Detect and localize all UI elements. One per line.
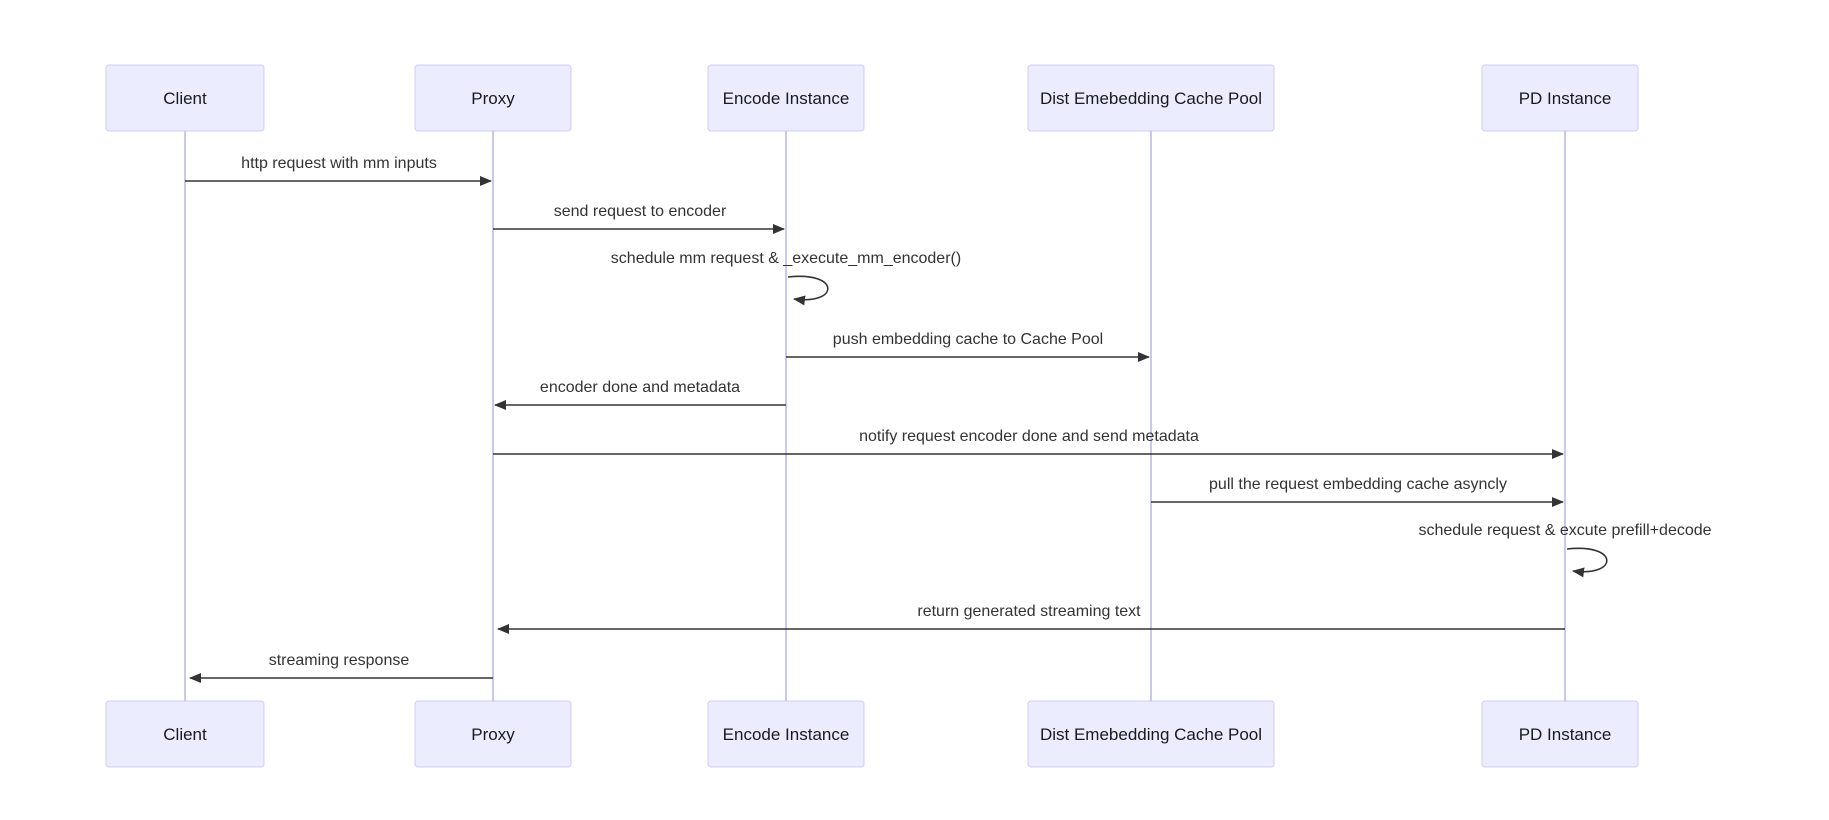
message-http-request-with-mm-inputs: http request with mm inputs xyxy=(185,155,492,186)
message-label: return generated streaming text xyxy=(917,603,1141,620)
actor-label: Encode Instance xyxy=(723,725,850,744)
actor-label: Proxy xyxy=(471,725,515,744)
actor-label: Dist Emebedding Cache Pool xyxy=(1040,89,1262,108)
message-encoder-done-and-metadata: encoder done and metadata xyxy=(494,379,786,410)
actor-label: Client xyxy=(163,725,207,744)
message-schedule-mm-request-execute-mm-encoder: schedule mm request & _execute_mm_encode… xyxy=(611,250,961,306)
actor-top-encode-instance: Encode Instance xyxy=(707,64,865,132)
actor-label: PD Instance xyxy=(1519,89,1612,108)
actor-bottom-client: Client xyxy=(105,700,265,768)
message-label: http request with mm inputs xyxy=(241,155,437,172)
actor-top-proxy: Proxy xyxy=(414,64,572,132)
actor-box xyxy=(1027,64,1275,132)
actor-box xyxy=(105,64,265,132)
self-loop-arrow xyxy=(787,275,829,306)
actor-bottom-encode-instance: Encode Instance xyxy=(707,700,865,768)
actor-bottom-pd-instance: PD Instance xyxy=(1481,700,1639,768)
actor-box xyxy=(1027,700,1275,768)
message-notify-request-encoder-done: notify request encoder done and send met… xyxy=(493,428,1564,459)
message-pull-request-embedding-cache: pull the request embedding cache asyncly xyxy=(1151,476,1564,507)
message-send-request-to-encoder: send request to encoder xyxy=(493,203,785,234)
message-label: schedule mm request & _execute_mm_encode… xyxy=(611,250,961,267)
actor-bottom-proxy: Proxy xyxy=(414,700,572,768)
actor-top-dist-embedding-cache-pool: Dist Emebedding Cache Pool xyxy=(1027,64,1275,132)
actor-label: Encode Instance xyxy=(723,89,850,108)
actor-label: Proxy xyxy=(471,89,515,108)
actor-box xyxy=(1481,700,1639,768)
actor-box xyxy=(414,700,572,768)
actor-top-pd-instance: PD Instance xyxy=(1481,64,1639,132)
actor-box xyxy=(414,64,572,132)
actor-label: PD Instance xyxy=(1519,725,1612,744)
message-label: pull the request embedding cache asyncly xyxy=(1209,476,1507,493)
message-label: streaming response xyxy=(269,652,410,669)
message-label: schedule request & excute prefill+decode xyxy=(1418,522,1711,539)
message-label: push embedding cache to Cache Pool xyxy=(833,331,1103,348)
actor-box xyxy=(1481,64,1639,132)
actor-label: Client xyxy=(163,89,207,108)
actor-bottom-dist-embedding-cache-pool: Dist Emebedding Cache Pool xyxy=(1027,700,1275,768)
message-return-generated-streaming-text: return generated streaming text xyxy=(497,603,1565,634)
message-label: notify request encoder done and send met… xyxy=(859,428,1199,445)
message-streaming-response: streaming response xyxy=(189,652,493,683)
actor-box xyxy=(707,700,865,768)
message-label: send request to encoder xyxy=(554,203,727,220)
actor-box xyxy=(105,700,265,768)
actor-label: Dist Emebedding Cache Pool xyxy=(1040,725,1262,744)
actor-top-client: Client xyxy=(105,64,265,132)
actor-box xyxy=(707,64,865,132)
self-loop-arrow xyxy=(1566,547,1608,578)
message-schedule-request-excute-prefill-decode: schedule request & excute prefill+decode xyxy=(1418,522,1712,578)
message-push-embedding-cache-to-cache-pool: push embedding cache to Cache Pool xyxy=(786,331,1150,362)
message-label: encoder done and metadata xyxy=(540,379,740,396)
